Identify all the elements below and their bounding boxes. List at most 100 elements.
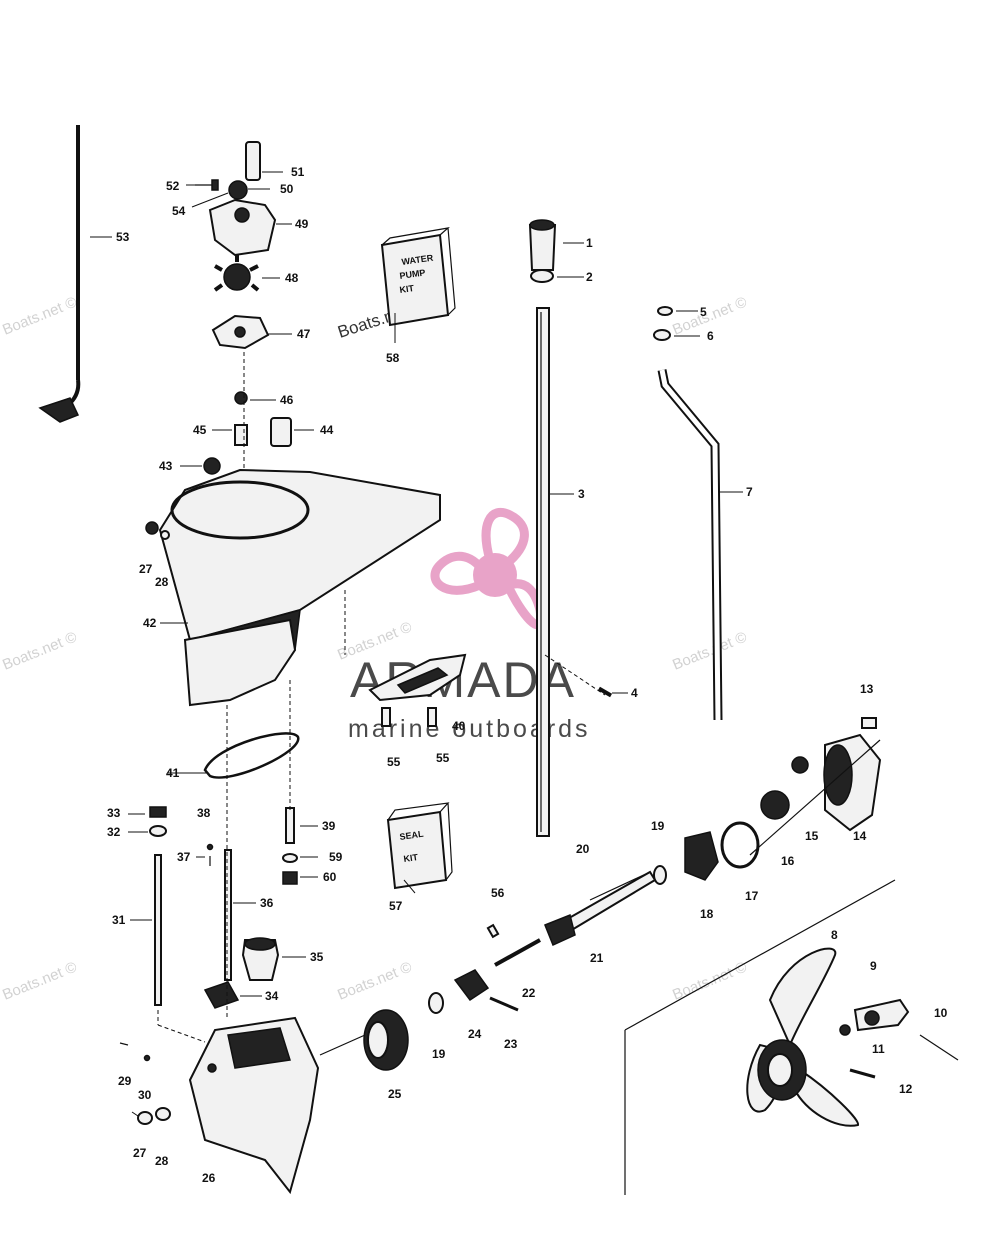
callout-56: 56 bbox=[491, 886, 505, 900]
kit-label-seal: SEAL bbox=[399, 829, 425, 842]
callout-24: 24 bbox=[468, 1027, 482, 1041]
callout-28a: 28 bbox=[155, 575, 169, 589]
callout-31: 31 bbox=[112, 913, 126, 927]
callout-41: 41 bbox=[166, 766, 180, 780]
stud-and-fastener-parts bbox=[119, 806, 298, 1125]
shift-rod-part bbox=[38, 125, 81, 423]
armada-propeller-logo bbox=[430, 507, 546, 630]
kit-label-kit: KIT bbox=[399, 283, 415, 295]
watermark-layer: Boats.net © Boats.net © Boats.net © Boat… bbox=[0, 293, 749, 1003]
callout-26: 26 bbox=[202, 1171, 216, 1185]
callout-30: 30 bbox=[138, 1088, 152, 1102]
callout-27b: 27 bbox=[133, 1146, 147, 1160]
callout-50: 50 bbox=[280, 182, 294, 196]
callout-4: 4 bbox=[631, 686, 638, 700]
callout-1: 1 bbox=[586, 236, 593, 250]
callout-12: 12 bbox=[899, 1082, 913, 1096]
impeller-part bbox=[213, 255, 260, 292]
callout-21: 21 bbox=[590, 951, 604, 965]
callout-9: 9 bbox=[870, 959, 877, 973]
forward-gear-part bbox=[653, 831, 719, 885]
propeller-assembly bbox=[624, 879, 959, 1195]
callout-11: 11 bbox=[872, 1042, 885, 1056]
callout-17: 17 bbox=[745, 889, 759, 903]
callout-54: 54 bbox=[172, 204, 186, 218]
callout-44: 44 bbox=[320, 423, 334, 437]
callout-59: 59 bbox=[329, 850, 343, 864]
propeller-shaft-part bbox=[544, 870, 657, 947]
callout-38: 38 bbox=[197, 806, 211, 820]
callout-5: 5 bbox=[700, 305, 707, 319]
callout-55b: 55 bbox=[436, 751, 450, 765]
seal-kit-box: SEAL KIT bbox=[386, 802, 453, 890]
callout-29: 29 bbox=[118, 1074, 132, 1088]
watermark: Boats.net © bbox=[670, 958, 749, 1003]
lower-gearcase-part bbox=[188, 1016, 320, 1195]
callout-35: 35 bbox=[310, 950, 324, 964]
callout-3: 3 bbox=[578, 487, 585, 501]
assembly-guide-lines bbox=[157, 680, 291, 1043]
kit-label-water: WATER bbox=[401, 253, 434, 267]
callout-55a: 55 bbox=[387, 755, 401, 769]
callout-19a: 19 bbox=[651, 819, 665, 833]
callout-33: 33 bbox=[107, 806, 121, 820]
callout-39: 39 bbox=[322, 819, 336, 833]
gearcase-housing-part bbox=[145, 468, 441, 707]
callout-8: 8 bbox=[831, 928, 838, 942]
watermark: Boats.net © bbox=[670, 628, 749, 673]
callout-6: 6 bbox=[707, 329, 714, 343]
callout-20: 20 bbox=[576, 842, 590, 856]
callout-52: 52 bbox=[166, 179, 180, 193]
watermark: Boats.net © bbox=[0, 293, 79, 338]
callout-60: 60 bbox=[323, 870, 337, 884]
clutch-parts bbox=[428, 923, 541, 1014]
callout-43: 43 bbox=[159, 459, 173, 473]
watermark: Boats.net © bbox=[0, 628, 79, 673]
water-pump-kit-box: WATER PUMP KIT bbox=[380, 227, 456, 327]
callout-22: 22 bbox=[522, 986, 536, 1000]
kit-label-pump: PUMP bbox=[399, 267, 426, 281]
water-pump-parts bbox=[195, 141, 292, 480]
callout-labels: 1 2 3 4 5 6 7 8 9 10 11 12 13 14 15 16 1… bbox=[107, 165, 948, 1185]
watermark: Boats.net © bbox=[335, 958, 414, 1003]
leader-lines bbox=[90, 171, 743, 1117]
callout-37: 37 bbox=[177, 850, 191, 864]
callout-19b: 19 bbox=[432, 1047, 446, 1061]
callout-36: 36 bbox=[260, 896, 274, 910]
callout-57: 57 bbox=[389, 899, 403, 913]
callout-40: 40 bbox=[452, 719, 466, 733]
callout-53: 53 bbox=[116, 230, 130, 244]
callout-14: 14 bbox=[853, 829, 867, 843]
pin-guide-line bbox=[544, 654, 606, 696]
callout-2: 2 bbox=[586, 270, 593, 284]
callout-46: 46 bbox=[280, 393, 294, 407]
callout-58: 58 bbox=[386, 351, 400, 365]
bearing-carrier-part bbox=[720, 717, 882, 869]
callout-34: 34 bbox=[265, 989, 279, 1003]
callout-48: 48 bbox=[285, 271, 299, 285]
callout-15: 15 bbox=[805, 829, 819, 843]
callout-45: 45 bbox=[193, 423, 207, 437]
callout-49: 49 bbox=[295, 217, 309, 231]
shift-shaft-part bbox=[653, 306, 723, 721]
callout-28b: 28 bbox=[155, 1154, 169, 1168]
callout-23: 23 bbox=[504, 1037, 518, 1051]
callout-42: 42 bbox=[143, 616, 157, 630]
gasket-part bbox=[203, 732, 300, 779]
callout-18: 18 bbox=[700, 907, 714, 921]
callout-7: 7 bbox=[746, 485, 753, 499]
callout-25: 25 bbox=[388, 1087, 402, 1101]
drive-shaft-part bbox=[528, 219, 557, 837]
kit-label-seal-kit: KIT bbox=[403, 852, 419, 864]
callout-32: 32 bbox=[107, 825, 121, 839]
reverse-gear-part bbox=[319, 1009, 409, 1071]
pin-part bbox=[597, 686, 613, 698]
callout-51: 51 bbox=[291, 165, 305, 179]
callout-13: 13 bbox=[860, 682, 874, 696]
anode-part bbox=[344, 590, 467, 727]
watermark: Boats.net © bbox=[0, 958, 79, 1003]
callout-10: 10 bbox=[934, 1006, 948, 1020]
callout-27a: 27 bbox=[139, 562, 153, 576]
